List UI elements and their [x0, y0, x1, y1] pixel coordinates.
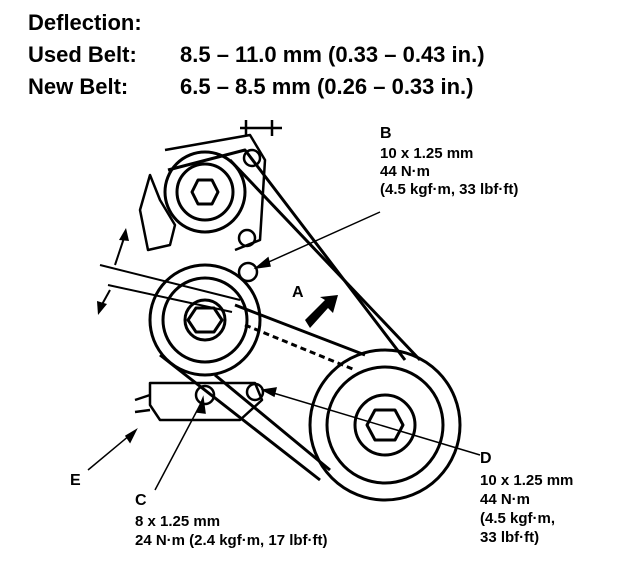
adjuster-pivot-bolt — [245, 382, 265, 402]
callout-b-line2: 44 N·m — [380, 163, 431, 180]
bracket-bolt-b — [237, 228, 257, 248]
callout-b-line3: (4.5 kgf·m, 33 lbf·ft) — [380, 181, 519, 198]
middle-pulley-outer — [148, 263, 262, 377]
middle-pulley-nut — [186, 306, 224, 334]
belt-outer-right — [228, 158, 422, 362]
alternator-pulley-inner — [175, 162, 235, 222]
alternator-pulley-outer — [163, 150, 247, 234]
callout-c-line1: 8 x 1.25 mm — [135, 513, 221, 530]
deflection-title: Deflection: — [28, 10, 142, 35]
crank-pulley-outer — [308, 348, 462, 502]
middle-pulley-inner — [161, 276, 249, 364]
callout-c-letter: C — [135, 492, 147, 509]
top-bracket-bolt — [242, 148, 262, 168]
callout-d-letter: D — [480, 450, 492, 467]
arrow-a-icon — [305, 295, 338, 328]
crank-pulley-hub — [353, 393, 417, 457]
callout-a-letter: A — [292, 284, 304, 301]
used-belt-label: Used Belt: — [28, 42, 137, 67]
callout-c-line2: 24 N·m (2.4 kgf·m, 17 lbf·ft) — [135, 532, 328, 549]
alternator-pulley-nut — [190, 178, 220, 206]
deflection-arrowhead-down — [97, 301, 107, 315]
crank-pulley-inner — [325, 365, 445, 485]
leader-c — [154, 404, 201, 491]
callout-b-line1: 10 x 1.25 mm — [380, 145, 474, 162]
belt-span-top — [234, 303, 366, 357]
idler-bolt — [237, 261, 259, 283]
callout-d-line1: 10 x 1.25 mm — [480, 472, 574, 489]
belt-lower-left — [159, 353, 321, 482]
deflection-line — [99, 264, 241, 301]
alternator-housing — [138, 173, 177, 252]
crank-pulley-bolt — [365, 408, 405, 442]
callout-d-line3: (4.5 kgf·m, — [480, 510, 556, 527]
top-adjuster-bolt — [240, 120, 282, 136]
leader-e — [87, 434, 131, 471]
adjuster-lock-bolt — [194, 384, 216, 406]
leader-d-arrowhead — [260, 387, 278, 398]
new-belt-label: New Belt: — [28, 74, 129, 99]
belt-lower-right — [214, 373, 331, 472]
belt-span-bottom — [244, 323, 356, 372]
callout-d-line4: 33 lbf·ft) — [480, 529, 540, 546]
adjuster-wing — [134, 393, 151, 414]
leader-e-arrowhead — [124, 428, 138, 444]
leader-b-arrowhead — [253, 256, 271, 270]
deflection-arrowhead-up — [119, 228, 129, 241]
callout-b-letter: B — [380, 125, 392, 142]
callout-d-line2: 44 N·m — [480, 491, 531, 508]
leader-c-arrowhead — [195, 395, 206, 414]
middle-pulley-hub — [183, 298, 227, 342]
deflection-line-2 — [107, 284, 233, 313]
callout-e-letter: E — [70, 472, 81, 489]
leader-d — [269, 391, 481, 456]
used-belt-value: 8.5 – 11.0 mm (0.33 – 0.43 in.) — [180, 42, 485, 67]
new-belt-value: 6.5 – 8.5 mm (0.26 – 0.33 in.) — [180, 74, 474, 99]
leader-b — [261, 211, 381, 266]
